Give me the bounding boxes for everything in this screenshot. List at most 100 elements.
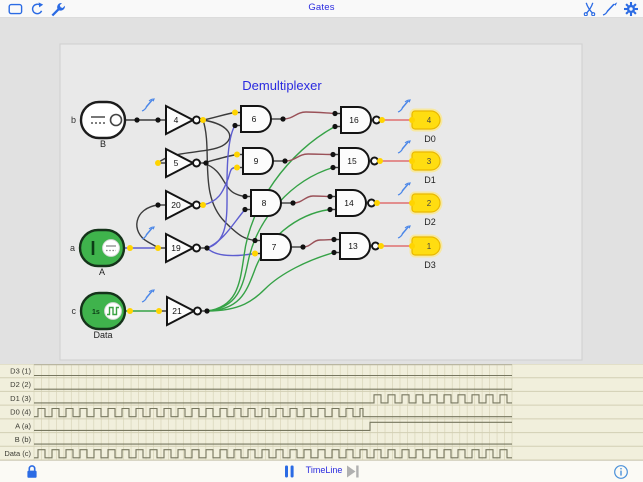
junction-dot bbox=[155, 202, 161, 208]
timeline-row-label: B (b) bbox=[15, 435, 32, 444]
terminal-dot[interactable] bbox=[377, 158, 383, 164]
terminal-dot[interactable] bbox=[232, 109, 238, 116]
terminal-dot[interactable] bbox=[200, 202, 206, 208]
probe-icon[interactable] bbox=[397, 225, 411, 239]
circuit-sheet[interactable] bbox=[59, 43, 583, 361]
nand-gate-16[interactable]: 16 bbox=[335, 106, 383, 134]
probe-icon[interactable] bbox=[397, 140, 411, 154]
wire bbox=[206, 208, 331, 312]
pen-button[interactable] bbox=[601, 1, 619, 17]
output-led-D1[interactable]: 3D1 bbox=[409, 149, 443, 185]
terminal-dot[interactable] bbox=[409, 117, 415, 123]
input-id-label: c bbox=[72, 306, 77, 316]
terminal-dot[interactable] bbox=[155, 160, 161, 166]
input-a[interactable]: aA bbox=[70, 228, 126, 277]
terminal-dot[interactable] bbox=[155, 245, 161, 251]
step-forward-icon bbox=[347, 465, 359, 478]
not-gate-5[interactable]: 5 bbox=[158, 147, 205, 179]
wire bbox=[206, 125, 236, 249]
terminal-dot[interactable] bbox=[234, 164, 240, 171]
output-led-D3[interactable]: 1D3 bbox=[409, 234, 443, 270]
timeline-row-label: A (a) bbox=[15, 421, 31, 430]
pliers-icon bbox=[583, 2, 595, 16]
terminal-dot[interactable] bbox=[374, 200, 380, 206]
junction-dot bbox=[242, 206, 248, 213]
timeline-svg: D3 (1)D2 (2)D1 (3)D0 (4)A (a)B (b)Data (… bbox=[0, 363, 643, 461]
window-icon bbox=[8, 3, 22, 15]
circuit-svg: Demultiplexer45201921698716151413bBaA1sc… bbox=[59, 43, 583, 361]
settings-button[interactable] bbox=[622, 1, 640, 17]
terminal-dot[interactable] bbox=[127, 245, 133, 251]
not-gate-20[interactable]: 20 bbox=[158, 189, 205, 221]
terminal-dot[interactable] bbox=[379, 117, 385, 123]
junction-dot bbox=[332, 110, 338, 117]
waveform-data bbox=[34, 449, 512, 459]
svg-text:4: 4 bbox=[174, 115, 179, 125]
wire bbox=[206, 251, 335, 312]
junction-dot bbox=[204, 308, 210, 314]
gear-icon bbox=[624, 2, 638, 16]
timeline-row-label: D1 (3) bbox=[10, 394, 31, 403]
svg-text:2: 2 bbox=[427, 199, 432, 208]
terminal-dot[interactable] bbox=[378, 243, 384, 249]
junction-dot bbox=[330, 164, 336, 171]
svg-text:14: 14 bbox=[344, 198, 354, 208]
terminal-dot[interactable] bbox=[200, 117, 206, 123]
output-label: D2 bbox=[424, 217, 436, 227]
wire bbox=[202, 119, 256, 242]
wire bbox=[206, 125, 336, 312]
terminal-dot[interactable] bbox=[409, 243, 415, 249]
waveform-a bbox=[34, 421, 512, 431]
and-gate-9[interactable]: 9 bbox=[237, 147, 285, 175]
nand-gate-14[interactable]: 14 bbox=[330, 189, 378, 217]
svg-text:1: 1 bbox=[427, 242, 432, 251]
probe-icon[interactable] bbox=[141, 289, 155, 303]
probe-icon[interactable] bbox=[397, 99, 411, 113]
output-led-D0[interactable]: 4D0 bbox=[409, 108, 443, 144]
svg-text:8: 8 bbox=[262, 198, 267, 208]
terminal-dot[interactable] bbox=[234, 151, 240, 158]
input-name-label: Data bbox=[93, 330, 112, 340]
junction-dot bbox=[155, 117, 161, 123]
reload-button[interactable] bbox=[27, 1, 45, 17]
pen-icon bbox=[602, 2, 618, 16]
junction-dot bbox=[134, 117, 140, 123]
junction-dot bbox=[327, 193, 333, 200]
input-b[interactable]: bB bbox=[71, 100, 127, 149]
terminal-dot[interactable] bbox=[252, 250, 258, 257]
info-button[interactable] bbox=[613, 464, 629, 480]
nand-gate-15[interactable]: 15 bbox=[333, 147, 381, 175]
pause-button[interactable] bbox=[284, 465, 296, 478]
reload-icon bbox=[31, 2, 43, 15]
output-label: D0 bbox=[424, 134, 436, 144]
input-name-label: A bbox=[99, 267, 105, 277]
junction-dot bbox=[242, 193, 248, 200]
terminal-dot[interactable] bbox=[409, 200, 415, 206]
nand-gate-13[interactable]: 13 bbox=[334, 232, 382, 260]
svg-text:1s: 1s bbox=[92, 309, 100, 316]
wire bbox=[202, 166, 238, 206]
top-toolbar: Gates bbox=[0, 0, 643, 18]
svg-text:19: 19 bbox=[171, 243, 181, 253]
junction-dot bbox=[252, 237, 258, 244]
terminal-dot[interactable] bbox=[156, 308, 162, 314]
timeline-panel[interactable]: D3 (1)D2 (2)D1 (3)D0 (4)A (a)B (b)Data (… bbox=[0, 363, 643, 461]
lock-button[interactable] bbox=[24, 464, 40, 479]
junction-dot bbox=[203, 160, 209, 166]
probe-icon[interactable] bbox=[141, 226, 155, 240]
terminal-dot[interactable] bbox=[127, 308, 133, 314]
junction-dot bbox=[282, 158, 288, 164]
timeline-row-label: D3 (1) bbox=[10, 367, 31, 376]
wire bbox=[206, 166, 334, 312]
window-button[interactable] bbox=[6, 1, 24, 17]
probe-icon[interactable] bbox=[397, 182, 411, 196]
window-title: Gates bbox=[308, 2, 335, 13]
junction-dot bbox=[280, 116, 286, 122]
step-forward-button[interactable] bbox=[346, 465, 360, 478]
wrench-button[interactable] bbox=[49, 1, 67, 17]
pliers-button[interactable] bbox=[580, 1, 598, 17]
probe-icon[interactable] bbox=[141, 98, 155, 112]
terminal-dot[interactable] bbox=[409, 158, 415, 164]
